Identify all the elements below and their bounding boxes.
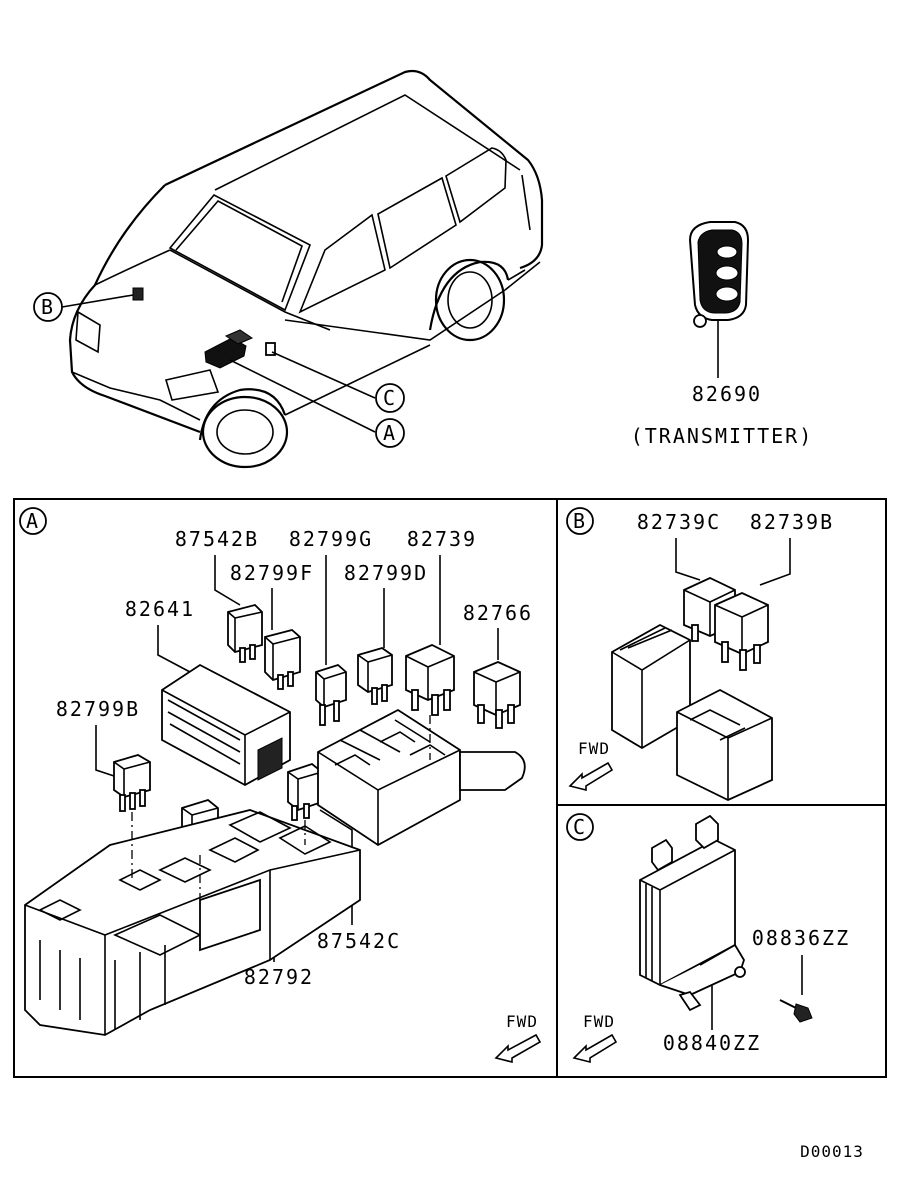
part-82799F: 82799F <box>230 561 314 585</box>
relay-box-right <box>317 708 526 847</box>
part-82739C: 82739C <box>637 510 721 534</box>
relay-82739 <box>405 644 455 716</box>
detail-frame <box>13 498 887 1078</box>
callout-c-panel: C <box>566 813 594 841</box>
module-82641 <box>161 663 291 787</box>
part-08836ZZ: 08836ZZ <box>752 926 850 950</box>
relay-87542C <box>287 762 323 821</box>
relay-82799G <box>315 663 347 726</box>
fwd-arrow-c <box>572 1033 618 1064</box>
control-unit-c <box>639 814 746 1012</box>
part-82766: 82766 <box>463 601 533 625</box>
callout-a-top: A <box>375 418 405 448</box>
part-82690: 82690 <box>692 382 762 406</box>
part-82739: 82739 <box>407 527 477 551</box>
diagram-code: D00013 <box>800 1142 864 1161</box>
relay-87542B <box>227 603 263 663</box>
fwd-arrow-a <box>494 1033 542 1064</box>
svg-text:B: B <box>573 509 587 533</box>
part-82739B: 82739B <box>750 510 834 534</box>
relay-82799D <box>357 647 393 705</box>
part-82641: 82641 <box>125 597 195 621</box>
svg-text:B: B <box>41 295 55 319</box>
callout-b-top: B <box>33 292 63 322</box>
svg-text:A: A <box>26 509 40 533</box>
fwd-label-b: FWD <box>578 739 610 758</box>
part-82799G: 82799G <box>289 527 373 551</box>
svg-text:C: C <box>573 815 587 839</box>
part-82799B: 82799B <box>56 697 140 721</box>
callout-b-panel: B <box>566 507 594 535</box>
callout-c-top: C <box>375 383 405 413</box>
callout-a-panel: A <box>19 507 47 535</box>
vehicle-illustration <box>68 69 544 469</box>
relay-holder-b <box>611 623 773 801</box>
transmitter-illustration <box>688 221 750 328</box>
screw-08836ZZ <box>779 999 813 1023</box>
fwd-arrow-b <box>568 761 614 792</box>
svg-text:A: A <box>383 421 397 445</box>
junction-block <box>24 809 361 1036</box>
part-08840ZZ: 08840ZZ <box>663 1031 761 1055</box>
part-82792: 82792 <box>244 965 314 989</box>
svg-text:C: C <box>383 386 397 410</box>
relay-82766 <box>473 661 521 729</box>
transmitter-caption: (TRANSMITTER) <box>631 424 814 448</box>
part-82799D: 82799D <box>344 561 428 585</box>
relay-82799B <box>113 754 151 812</box>
relay-82799F <box>264 629 301 690</box>
relay-82739B <box>714 592 769 671</box>
fwd-label-c: FWD <box>583 1012 615 1031</box>
part-87542B: 87542B <box>175 527 259 551</box>
fwd-label-a: FWD <box>506 1012 538 1031</box>
part-87542C: 87542C <box>317 929 401 953</box>
